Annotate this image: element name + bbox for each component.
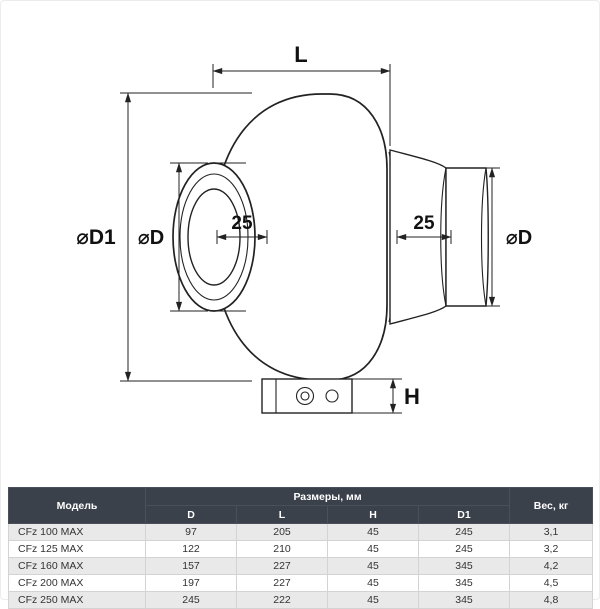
table-row: CFz 100 MAX 97 205 45 245 3,1 — [8, 523, 594, 541]
col-header-h: H — [327, 505, 419, 524]
dim-label-inset-left: 25 — [231, 213, 253, 234]
dim-label-length: L — [294, 42, 307, 67]
cell-h: 45 — [327, 557, 419, 575]
cable-gland-inner — [300, 391, 310, 401]
table-row: CFz 200 MAX 197 227 45 345 4,5 — [8, 574, 594, 592]
cell-weight: 4,5 — [509, 574, 594, 592]
col-header-l: L — [236, 505, 328, 524]
cell-weight: 3,2 — [509, 540, 594, 558]
cell-d: 245 — [145, 591, 237, 609]
cell-d: 97 — [145, 523, 237, 541]
col-header-weight: Вес, кг — [509, 487, 594, 524]
table-row: CFz 125 MAX 122 210 45 245 3,2 — [8, 540, 594, 558]
cell-h: 45 — [327, 574, 419, 592]
cell-model: CFz 250 MAX — [8, 591, 146, 609]
dimensions-table: Модель Размеры, мм Вес, кг D L H D1 CFz … — [8, 487, 594, 609]
cell-d1: 345 — [417, 574, 511, 592]
cell-model: CFz 100 MAX — [8, 523, 146, 541]
dim-label-inset-right: 25 — [413, 213, 435, 234]
cell-weight: 4,2 — [509, 557, 594, 575]
dimension-lines — [120, 64, 500, 414]
cell-h: 45 — [327, 591, 419, 609]
cell-l: 222 — [236, 591, 328, 609]
fan-technical-drawing: L ⌀D1 ⌀D 25 25 ⌀D H — [76, 42, 532, 414]
table-row: CFz 250 MAX 245 222 45 345 4,8 — [8, 591, 594, 609]
cell-l: 210 — [236, 540, 328, 558]
cell-d1: 245 — [417, 523, 511, 541]
cell-h: 45 — [327, 540, 419, 558]
cell-d: 157 — [145, 557, 237, 575]
cell-l: 227 — [236, 557, 328, 575]
table-row: CFz 160 MAX 157 227 45 345 4,2 — [8, 557, 594, 575]
col-header-dimensions-group: Размеры, мм — [144, 487, 511, 506]
col-header-d: D — [145, 505, 237, 524]
dim-label-box-height: H — [404, 384, 420, 409]
drawing-canvas: L ⌀D1 ⌀D 25 25 ⌀D H — [76, 42, 532, 414]
dim-label-diameter-d-right: ⌀D — [506, 227, 532, 249]
cell-d1: 345 — [417, 557, 511, 575]
cell-model: CFz 200 MAX — [8, 574, 146, 592]
cell-h: 45 — [327, 523, 419, 541]
junction-box — [261, 378, 353, 414]
cell-d: 197 — [145, 574, 237, 592]
fan-body — [212, 93, 388, 381]
col-header-d1: D1 — [417, 505, 511, 524]
cell-l: 205 — [236, 523, 328, 541]
cell-weight: 3,1 — [509, 523, 594, 541]
dim-label-diameter-d1: ⌀D1 — [76, 226, 116, 249]
cell-model: CFz 125 MAX — [8, 540, 146, 558]
cell-l: 227 — [236, 574, 328, 592]
cable-gland-outer — [295, 386, 315, 406]
outlet-opening-arc — [480, 167, 487, 307]
cell-model: CFz 160 MAX — [8, 557, 146, 575]
cell-d1: 245 — [417, 540, 511, 558]
cell-weight: 4,8 — [509, 591, 594, 609]
cell-d1: 345 — [417, 591, 511, 609]
cell-d: 122 — [145, 540, 237, 558]
terminal-screw — [325, 389, 339, 403]
dim-label-diameter-d-left: ⌀D — [138, 227, 164, 249]
col-header-model: Модель — [8, 487, 146, 524]
